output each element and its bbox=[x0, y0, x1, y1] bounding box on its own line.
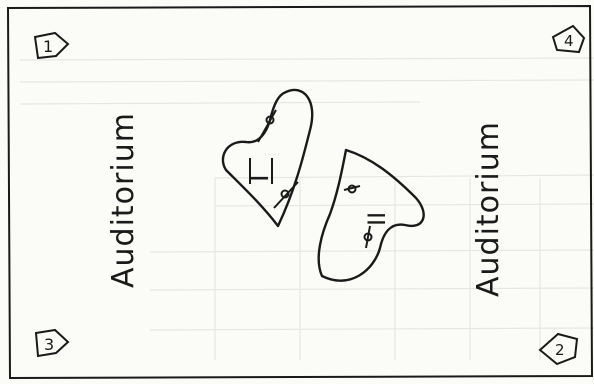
corner-3-label: 3 bbox=[44, 335, 54, 354]
corner-marker-3: 3 bbox=[36, 330, 68, 356]
corner-4-label: 4 bbox=[564, 32, 574, 50]
corner-marker-1: 1 bbox=[35, 33, 68, 58]
corner-1-label: 1 bbox=[43, 37, 53, 56]
heart-table-2: II bbox=[319, 150, 424, 281]
heart-2-label: II bbox=[363, 212, 391, 226]
corner-marker-2: 2 bbox=[540, 334, 577, 364]
auditorium-right-label: Auditorium bbox=[471, 121, 506, 297]
corner-marker-4: 4 bbox=[553, 26, 584, 52]
auditorium-left-label: Auditorium bbox=[106, 112, 141, 288]
corner-2-label: 2 bbox=[555, 341, 565, 359]
